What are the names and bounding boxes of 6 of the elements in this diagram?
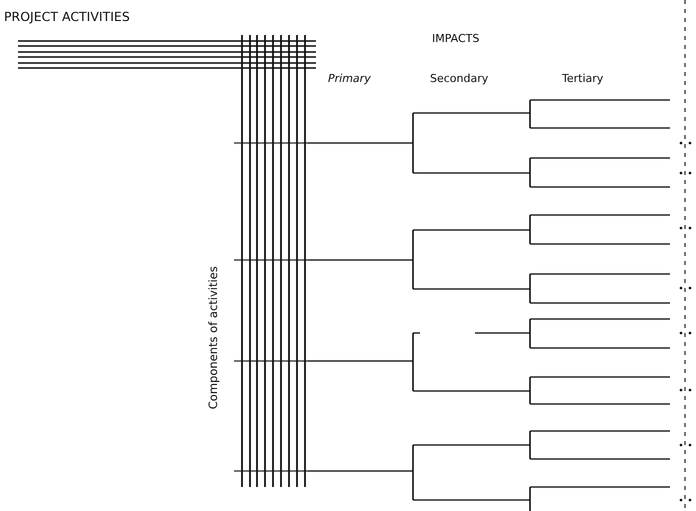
axis-title: Components of activities [207, 266, 219, 410]
column-heading: Secondary [430, 73, 488, 84]
column-heading: Tertiary [562, 73, 604, 84]
column-heading: Primary [328, 73, 371, 84]
axis-title: PROJECT ACTIVITIES [4, 11, 130, 24]
heading: IMPACTS [432, 33, 480, 44]
